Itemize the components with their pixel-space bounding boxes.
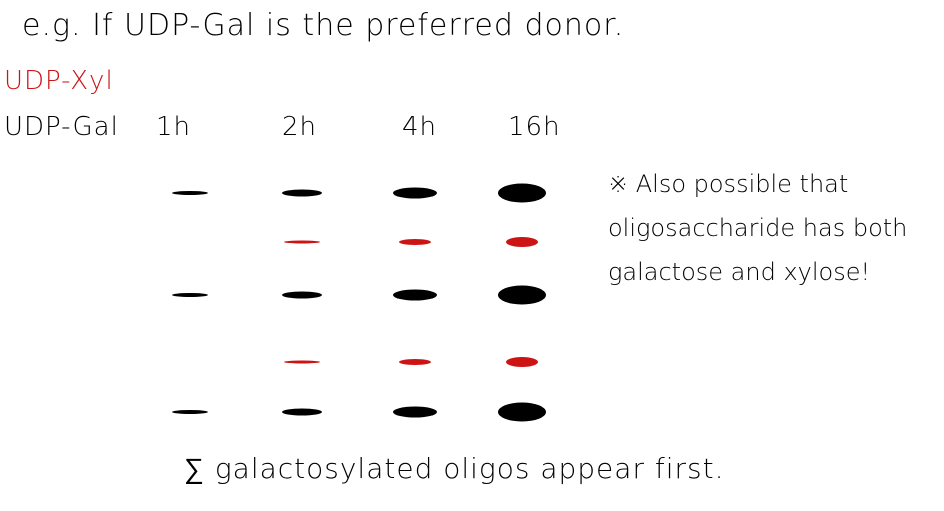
timepoint-label-4h: 4h (402, 112, 438, 142)
timepoint-label-2h: 2h (282, 112, 318, 142)
band-1h-row3-gal (172, 293, 208, 297)
title-text: e.g. If UDP-Gal is the preferred donor. (22, 8, 625, 43)
timepoint-label-16h: 16h (508, 112, 561, 142)
donor-label-udp-xyl: UDP-Xyl (4, 66, 114, 96)
footer-conclusion-text: ∑ galactosylated oligos appear first. (184, 452, 725, 485)
band-2h-row5-gal (282, 408, 322, 416)
side-note-line-1: ※ Also possible that (608, 170, 849, 198)
band-2h-row3-gal (282, 291, 322, 299)
band-2h-row4-xyl (284, 360, 320, 364)
band-4h-row5-gal (393, 406, 437, 418)
timepoint-label-1h: 1h (156, 112, 192, 142)
band-1h-row5-gal (172, 410, 208, 414)
band-16h-row4-xyl (506, 357, 538, 367)
side-note: ※ Also possible that oligosaccharide has… (608, 162, 907, 294)
band-16h-row2-xyl (506, 237, 538, 247)
donor-label-udp-gal: UDP-Gal (4, 112, 119, 142)
band-4h-row2-xyl (399, 239, 431, 245)
band-16h-row3-gal (498, 285, 546, 305)
side-note-line-2: oligosaccharide has both (608, 214, 908, 242)
band-16h-row1-gal (498, 183, 546, 203)
band-16h-row5-gal (498, 402, 546, 422)
band-4h-row4-xyl (399, 359, 431, 365)
side-note-line-3: galactose and xylose! (608, 258, 871, 286)
band-2h-row1-gal (282, 189, 322, 197)
band-4h-row3-gal (393, 289, 437, 301)
band-2h-row2-xyl (284, 240, 320, 244)
band-4h-row1-gal (393, 187, 437, 199)
band-1h-row1-gal (172, 191, 208, 195)
